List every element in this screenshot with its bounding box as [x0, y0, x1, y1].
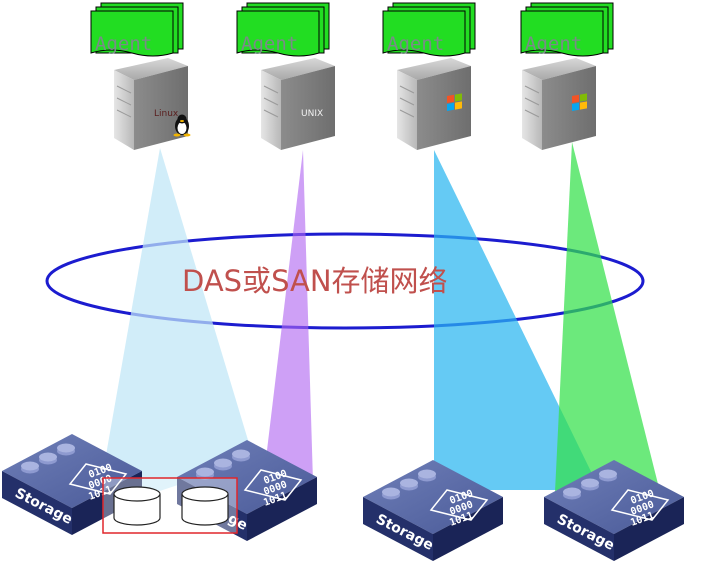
server-linux: Linux — [114, 58, 191, 150]
agent-group-windows-1: Agent — [382, 2, 476, 57]
agent-group-linux: Agent — [90, 2, 184, 57]
beam-windows-1 — [434, 150, 600, 490]
windows-flag-icon — [572, 93, 587, 111]
network-label: DAS或SAN存储网络 — [182, 264, 448, 298]
linux-logo-text: Linux — [154, 109, 179, 119]
beam-linux — [96, 148, 254, 512]
network-ellipse — [45, 232, 645, 330]
shared-volume-box — [102, 477, 238, 534]
agent-label: Agent — [241, 33, 298, 55]
unix-text-logo: UNIX — [301, 109, 323, 119]
agent-group-windows-2: Agent — [520, 2, 614, 57]
tux-penguin-icon — [173, 114, 191, 137]
agent-label: Agent — [95, 33, 152, 55]
projection-beams — [96, 142, 658, 512]
agent-label: Agent — [387, 33, 444, 55]
agent-label: Agent — [525, 33, 582, 55]
agent-group-unix: Agent — [236, 2, 330, 57]
windows-flag-icon — [447, 93, 462, 111]
server-windows-2 — [522, 58, 596, 150]
disk-cylinder-icon — [113, 486, 161, 526]
beam-unix — [262, 150, 313, 492]
server-windows-1 — [397, 58, 471, 150]
disk-cylinder-icon — [181, 486, 229, 526]
beam-windows-2 — [555, 142, 658, 492]
storage-unit-4: 0100 0000 1011 Storage — [543, 459, 685, 562]
server-unix: UNIX — [261, 58, 335, 150]
